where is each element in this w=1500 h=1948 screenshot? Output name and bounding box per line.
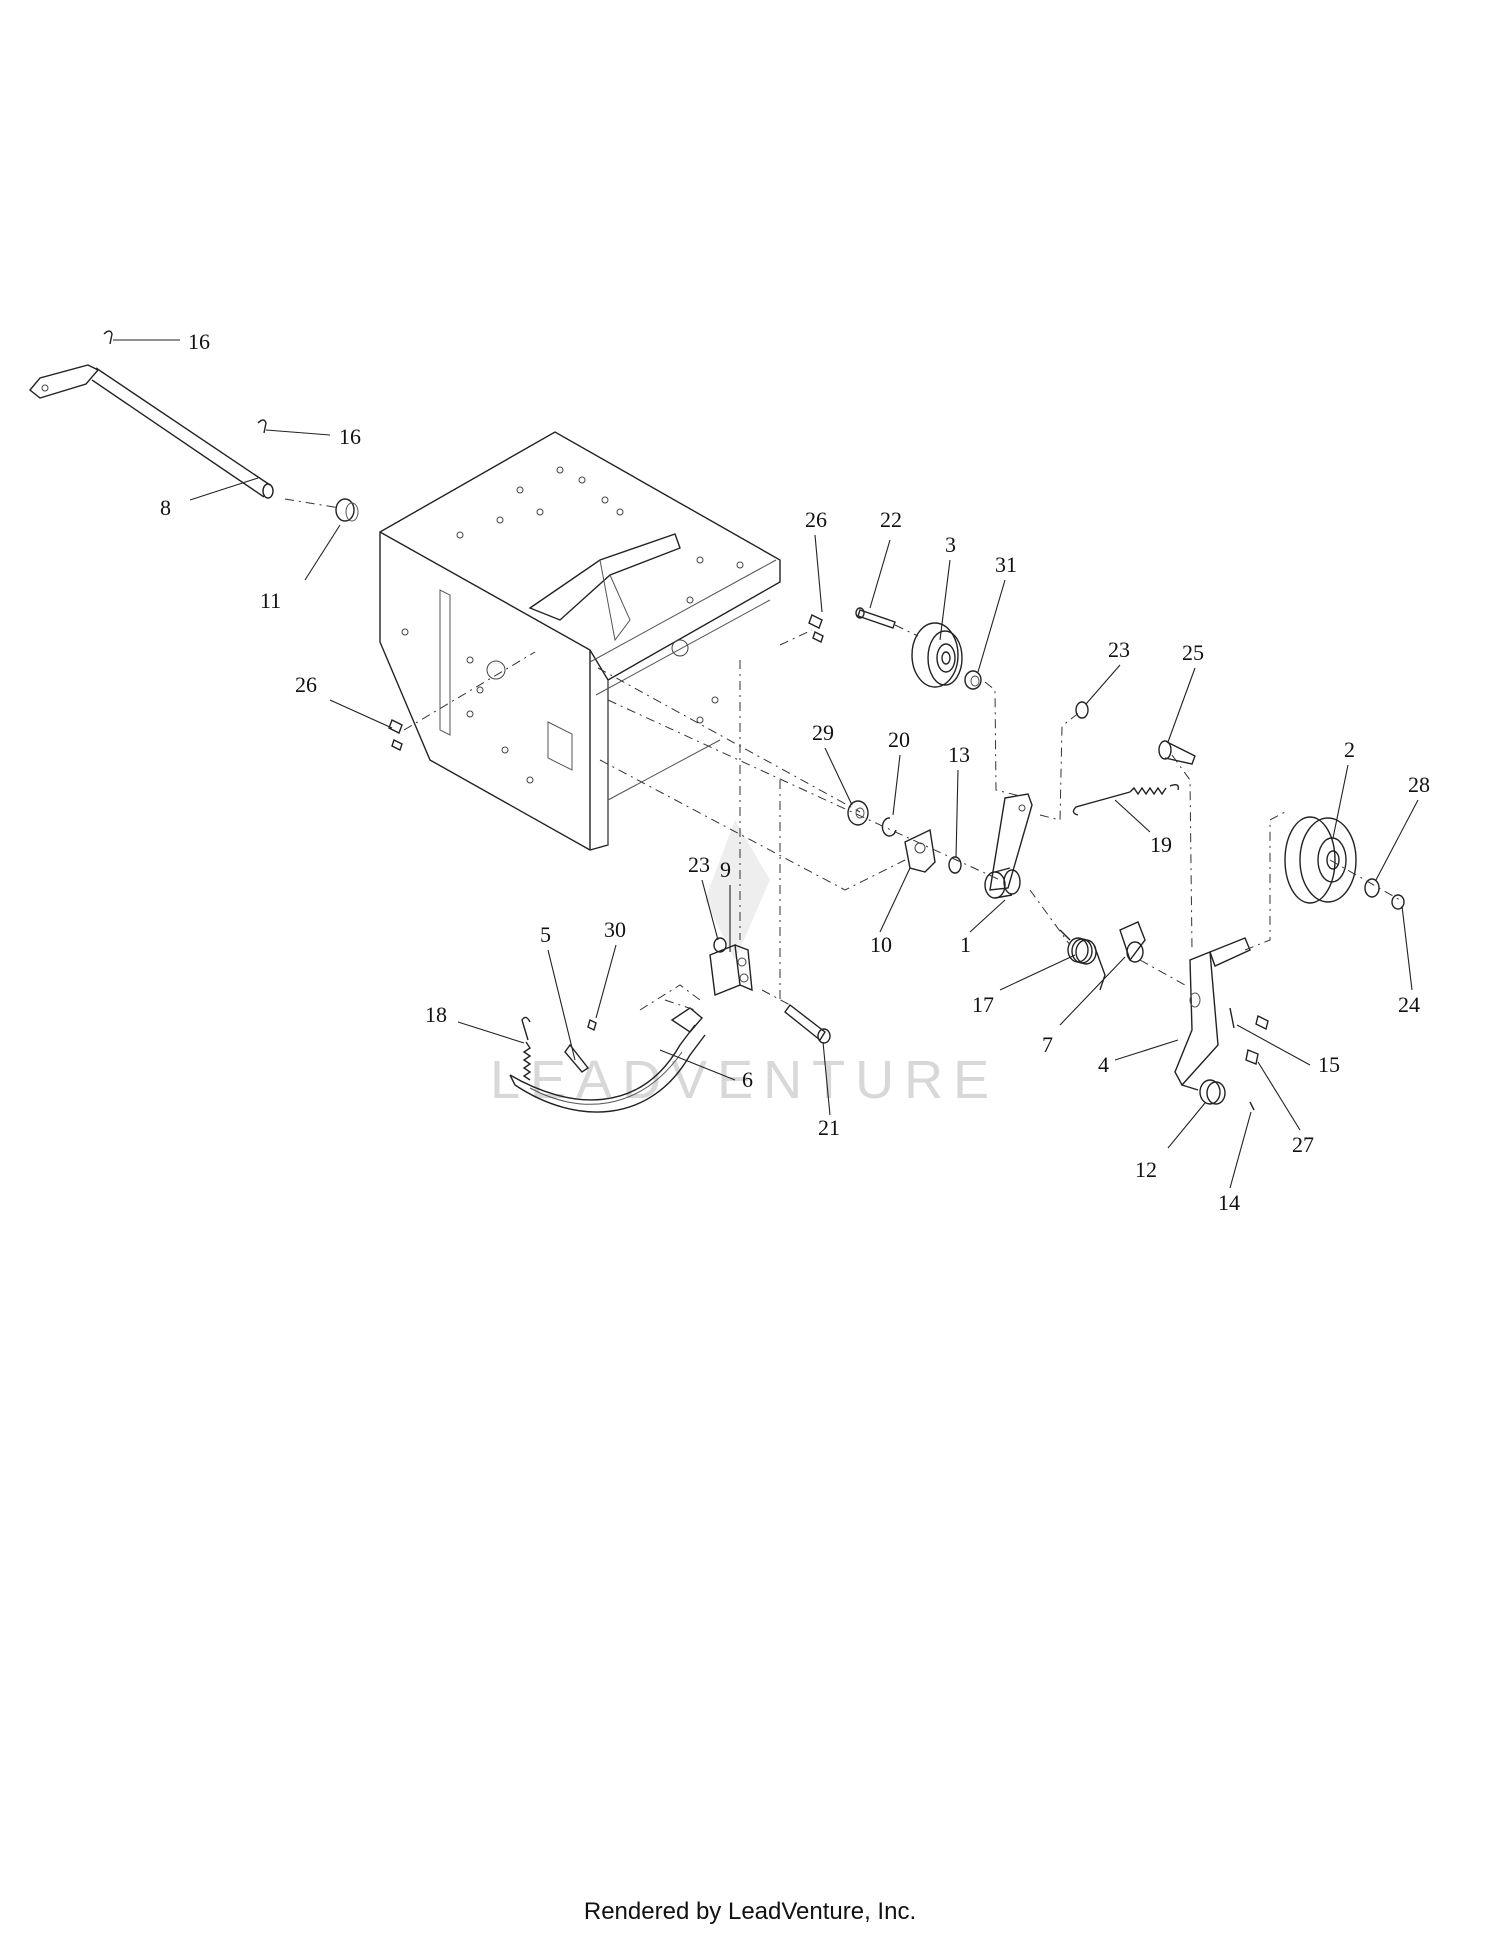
footer-credit: Rendered by LeadVenture, Inc.	[583, 1898, 917, 1925]
watermark-logo	[705, 820, 770, 960]
part-18-spring	[521, 1016, 532, 1081]
part-26-fastener-left	[388, 719, 403, 751]
watermark-text: LEADVENTURE	[490, 1050, 999, 1110]
callout-labels: 16 16 8 11 26 26 22 3 31 23 25 2 28 29 2…	[160, 329, 1430, 1215]
callout-5: 5	[540, 922, 551, 947]
part-24-nut	[1391, 894, 1405, 910]
part-9-hinge-bracket	[709, 944, 753, 996]
callout-1: 1	[960, 932, 971, 957]
callout-29: 29	[812, 720, 834, 745]
callout-31: 31	[995, 552, 1017, 577]
callout-14: 14	[1218, 1190, 1240, 1215]
part-25-bolt	[1158, 740, 1196, 765]
part-19-spring	[1072, 783, 1180, 816]
callout-24: 24	[1398, 992, 1420, 1017]
callout-18: 18	[425, 1002, 447, 1027]
part-7-pivot	[1119, 921, 1146, 963]
part-20-ring	[881, 817, 897, 837]
part-5-clip	[564, 1043, 590, 1073]
part-13-spacer	[948, 856, 962, 874]
callout-12: 12	[1135, 1157, 1157, 1182]
callout-7: 7	[1042, 1032, 1053, 1057]
callout-8: 8	[160, 495, 171, 520]
part-2-pulley	[1284, 816, 1357, 904]
part-10-bracket	[904, 828, 936, 873]
part-29-washer	[847, 800, 869, 826]
part-14-pin	[1249, 1101, 1255, 1111]
part-6-brake-band	[509, 1007, 706, 1113]
callout-6: 6	[742, 1067, 753, 1092]
callout-4: 4	[1098, 1052, 1109, 1077]
part-4-arm	[1174, 937, 1251, 1091]
callout-16-top: 16	[188, 329, 210, 354]
part-22-bolt	[855, 607, 896, 629]
part-11-bushing	[335, 498, 359, 522]
callout-30: 30	[604, 917, 626, 942]
assembly-lines	[284, 498, 1401, 1011]
part-26-fastener-right	[808, 614, 824, 643]
callout-2: 2	[1344, 737, 1355, 762]
callout-21: 21	[818, 1115, 840, 1140]
part-16-clip-mid	[257, 419, 267, 434]
part-21-bolt	[784, 1004, 831, 1044]
callout-23-lower: 23	[688, 852, 710, 877]
callout-9: 9	[720, 857, 731, 882]
callout-28: 28	[1408, 772, 1430, 797]
callout-27: 27	[1292, 1132, 1314, 1157]
callout-3: 3	[945, 532, 956, 557]
part-3-pulley	[911, 622, 963, 688]
leader-lines	[113, 339, 1419, 1189]
callout-13: 13	[948, 742, 970, 767]
callout-17: 17	[972, 992, 994, 1017]
callout-15: 15	[1318, 1052, 1340, 1077]
part-8-rod	[29, 364, 274, 499]
callout-11: 11	[260, 588, 281, 613]
callout-26-right: 26	[805, 507, 827, 532]
callout-10: 10	[870, 932, 892, 957]
part-30-fastener	[587, 1018, 597, 1032]
callout-26-left: 26	[295, 672, 317, 697]
part-17-spring	[1059, 929, 1106, 991]
callout-25: 25	[1182, 640, 1204, 665]
frame-housing	[379, 431, 781, 851]
part-1-idler-arm	[984, 793, 1033, 899]
callout-20: 20	[888, 727, 910, 752]
part-12-roller	[1199, 1079, 1226, 1105]
part-16-clip-top	[103, 330, 113, 345]
callout-16-mid: 16	[339, 424, 361, 449]
part-27-bolt	[1245, 1049, 1259, 1065]
callout-23-top: 23	[1108, 637, 1130, 662]
part-15-pin	[1229, 1007, 1269, 1031]
callout-22: 22	[880, 507, 902, 532]
part-31-nut	[964, 670, 982, 690]
part-23-nut-top	[1075, 701, 1089, 719]
callout-19: 19	[1150, 832, 1172, 857]
part-23-nut-lower	[713, 937, 727, 953]
